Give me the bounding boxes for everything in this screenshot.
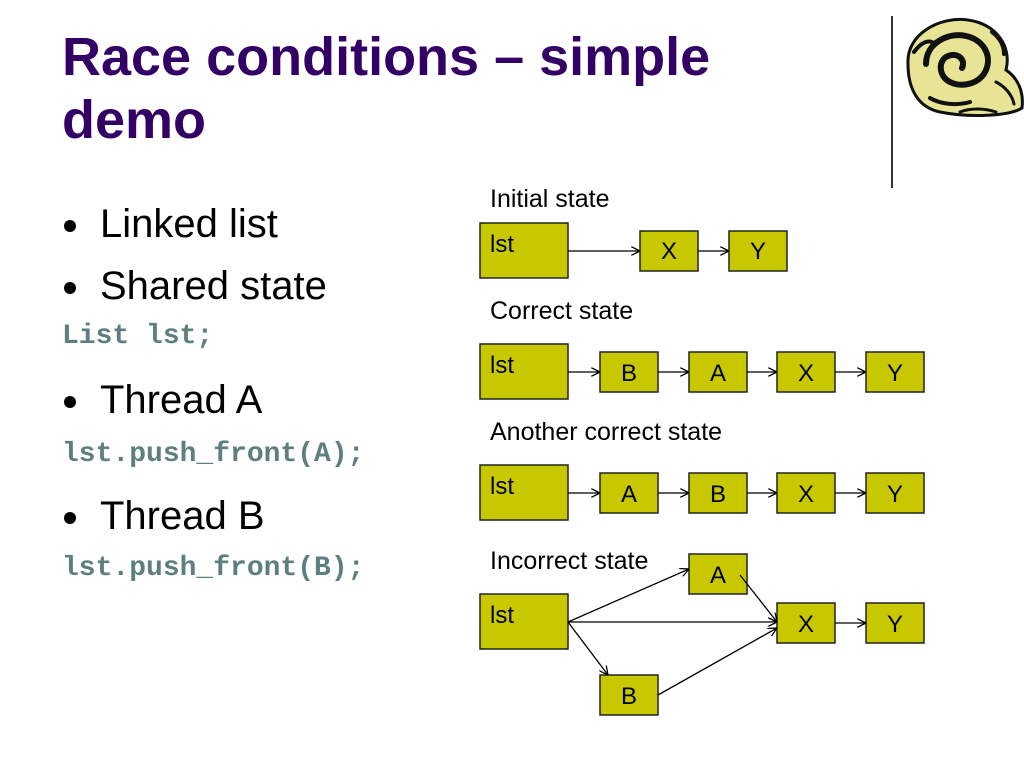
state-label: Initial state — [490, 185, 610, 213]
node-label: X — [661, 238, 677, 265]
pointer-arrow — [740, 575, 777, 622]
node-label: Y — [750, 238, 766, 265]
node-label: Y — [887, 360, 903, 387]
state-initial: Initial state lst X Y — [480, 185, 787, 278]
state-incorrect: Incorrect state lst A B X Y — [480, 547, 924, 715]
state-another-correct: Another correct state lst A B X Y — [480, 418, 924, 520]
node-label: B — [621, 683, 637, 710]
pointer-arrow — [568, 622, 608, 675]
state-correct: Correct state lst B A X Y — [480, 297, 924, 399]
node-label: Y — [887, 481, 903, 508]
pointer-arrow — [568, 569, 689, 622]
state-label: Correct state — [490, 297, 633, 325]
pointer-arrow — [658, 628, 777, 695]
state-label: Incorrect state — [490, 547, 648, 575]
head-label: lst — [490, 231, 514, 258]
node-label: X — [798, 611, 814, 638]
node-label: A — [710, 360, 726, 387]
node-label: B — [710, 481, 726, 508]
state-label: Another correct state — [490, 418, 722, 446]
node-label: A — [621, 481, 637, 508]
head-label: lst — [490, 473, 514, 500]
node-label: Y — [887, 611, 903, 638]
node-label: A — [710, 562, 726, 589]
node-label: X — [798, 481, 814, 508]
node-label: B — [621, 360, 637, 387]
head-label: lst — [490, 352, 514, 379]
head-label: lst — [490, 602, 514, 629]
node-label: X — [798, 360, 814, 387]
